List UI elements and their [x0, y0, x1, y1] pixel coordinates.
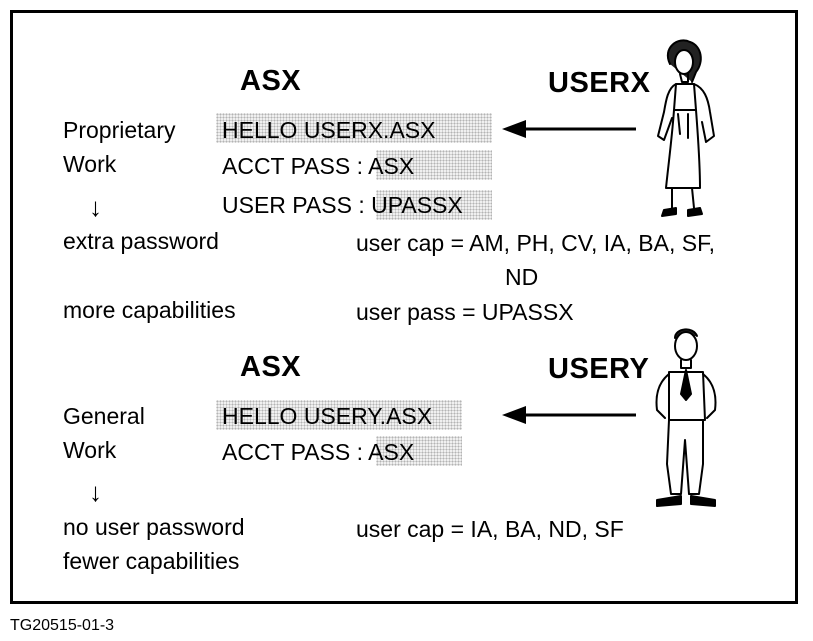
- top-user-heading: USERX: [548, 70, 650, 96]
- top-user-pass-value: UPASSX: [371, 192, 463, 218]
- bottom-label-general: General: [63, 403, 145, 429]
- top-label-more-capabilities: more capabilities: [63, 297, 236, 323]
- top-label-work: Work: [63, 151, 116, 177]
- top-acct-pass-label: ACCT PASS :: [222, 153, 368, 179]
- top-label-proprietary: Proprietary: [63, 117, 175, 143]
- top-cap-line-2: ND: [505, 264, 538, 290]
- bottom-acct-pass-value: ASX: [368, 439, 414, 465]
- arrow-left-icon: [500, 118, 640, 140]
- bottom-system-heading: ASX: [240, 354, 301, 380]
- top-user-pass-label: USER PASS :: [222, 192, 371, 218]
- top-hello-command: HELLO USERX.ASX: [222, 117, 435, 143]
- arrow-left-icon: [500, 404, 640, 426]
- bottom-user-heading: USERY: [548, 356, 649, 382]
- bottom-hello-command: HELLO USERY.ASX: [222, 403, 432, 429]
- man-user-icon: [645, 324, 730, 509]
- arrow-down-icon: ↓: [89, 479, 102, 505]
- top-label-extra-password: extra password: [63, 228, 219, 254]
- top-acct-pass-line: ACCT PASS : ASX: [222, 153, 414, 179]
- arrow-down-icon: ↓: [89, 194, 102, 220]
- woman-user-icon: [648, 38, 728, 223]
- bottom-label-fewer-capabilities: fewer capabilities: [63, 548, 239, 574]
- figure-caption: TG20515-01-3: [10, 617, 114, 635]
- bottom-label-work: Work: [63, 437, 116, 463]
- bottom-acct-pass-label: ACCT PASS :: [222, 439, 368, 465]
- bottom-cap-line: user cap = IA, BA, ND, SF: [356, 516, 624, 542]
- bottom-acct-pass-line: ACCT PASS : ASX: [222, 439, 414, 465]
- bottom-label-no-user-password: no user password: [63, 514, 245, 540]
- top-acct-pass-value: ASX: [368, 153, 414, 179]
- top-user-pass-line: USER PASS : UPASSX: [222, 192, 463, 218]
- top-cap-line-1: user cap = AM, PH, CV, IA, BA, SF,: [356, 230, 715, 256]
- top-system-heading: ASX: [240, 68, 301, 94]
- top-pass-line: user pass = UPASSX: [356, 299, 574, 325]
